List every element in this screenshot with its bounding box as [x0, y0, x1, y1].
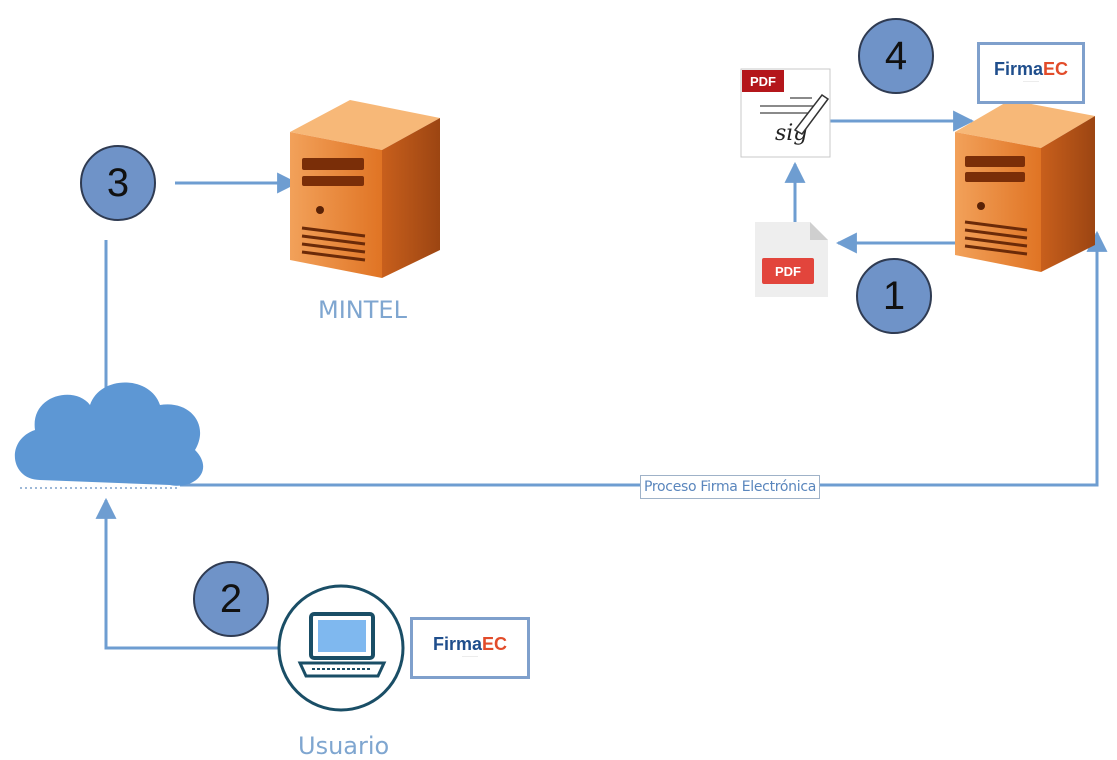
signing-server-icon: [955, 100, 1095, 272]
logo-brand-b: EC: [1043, 59, 1069, 79]
connector-usuario-to-cloud: [95, 497, 280, 650]
logo-brand-b: EC: [482, 634, 508, 654]
laptop-icon: [277, 584, 405, 712]
cloud-icon: [14, 382, 204, 489]
connectors: [95, 110, 1108, 650]
pdf-document-icon: PDF: [755, 222, 828, 297]
logo-brand-a: Firma: [432, 634, 482, 654]
step-badge-1: 1: [856, 258, 932, 334]
mintel-label: MINTEL: [318, 296, 407, 324]
edge-label-firma: Proceso Firma Electrónica: [640, 475, 821, 499]
logo-brand-a: Firma: [993, 59, 1043, 79]
firmaec-logo-usuario: FirmaEC ········: [410, 617, 530, 679]
connector-cloud-to-server: [180, 230, 1108, 487]
signed-pdf-label: PDF: [750, 74, 776, 89]
usuario-label: Usuario: [298, 732, 390, 760]
logo-tagline: ········: [1023, 79, 1039, 85]
step-badge-2: 2: [193, 561, 269, 637]
pdf-label: PDF: [775, 264, 801, 279]
signed-pdf-icon: PDF sig: [740, 68, 831, 158]
firmaec-logo-server: FirmaEC ········: [977, 42, 1085, 104]
step-badge-4: 4: [858, 18, 934, 94]
mintel-server-icon: [290, 100, 440, 278]
step-badge-3: 3: [80, 145, 156, 221]
logo-tagline: ········: [462, 654, 478, 660]
